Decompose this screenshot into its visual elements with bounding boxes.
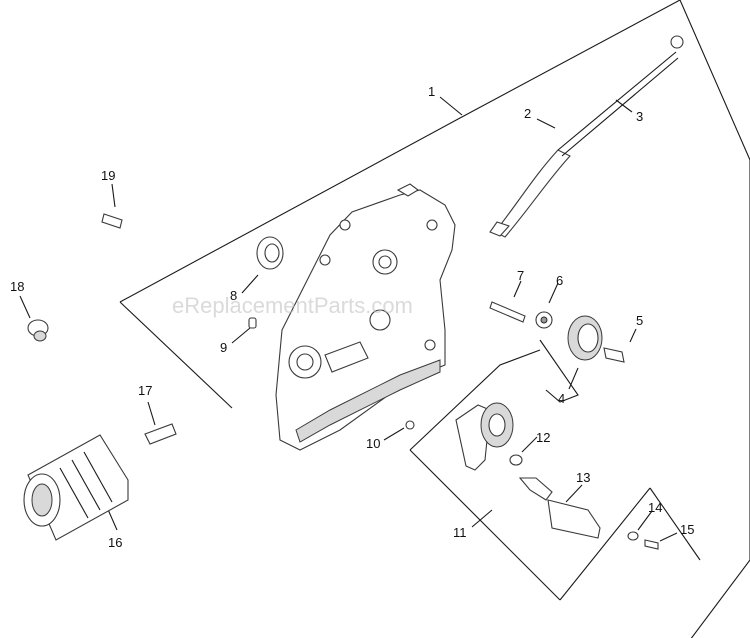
callout-9: 9 (220, 340, 227, 355)
filter-nipple (144, 423, 177, 445)
oil-pickup (518, 477, 601, 539)
breather (27, 319, 49, 342)
callout-5: 5 (636, 313, 643, 328)
dowel-pin (248, 317, 257, 329)
callout-7: 7 (517, 268, 524, 283)
callout-17: 17 (138, 383, 152, 398)
callout-15: 15 (680, 522, 694, 537)
callout-13: 13 (576, 470, 590, 485)
closure-plate (275, 183, 456, 451)
pin-and-washer (489, 301, 553, 329)
group-boundary-lines (119, 0, 750, 638)
callout-14: 14 (648, 500, 662, 515)
callout-11: 11 (453, 525, 467, 540)
oil-pump (455, 402, 514, 471)
callout-6: 6 (556, 273, 563, 288)
washer-and-screw (627, 531, 659, 550)
governor-gear (567, 315, 625, 363)
o-ring (405, 420, 415, 430)
callout-16: 16 (108, 535, 122, 550)
callout-labels: 1 2 3 4 5 6 7 8 9 10 11 12 13 14 15 16 1… (10, 84, 694, 550)
callout-18: 18 (10, 279, 24, 294)
callout-4: 4 (558, 391, 565, 406)
watermark-text: eReplacementParts.com (172, 293, 413, 318)
callout-8: 8 (230, 288, 237, 303)
oil-filter (23, 434, 129, 541)
callout-19: 19 (101, 168, 115, 183)
callout-3: 3 (636, 109, 643, 124)
callout-10: 10 (366, 436, 380, 451)
dipstick-assembly (489, 35, 684, 238)
oil-seal (256, 236, 284, 270)
callout-12: 12 (536, 430, 550, 445)
pump-o-ring (509, 454, 523, 466)
callout-2: 2 (524, 106, 531, 121)
leader-lines (19, 96, 678, 542)
screw (101, 213, 123, 229)
callout-1: 1 (428, 84, 435, 99)
